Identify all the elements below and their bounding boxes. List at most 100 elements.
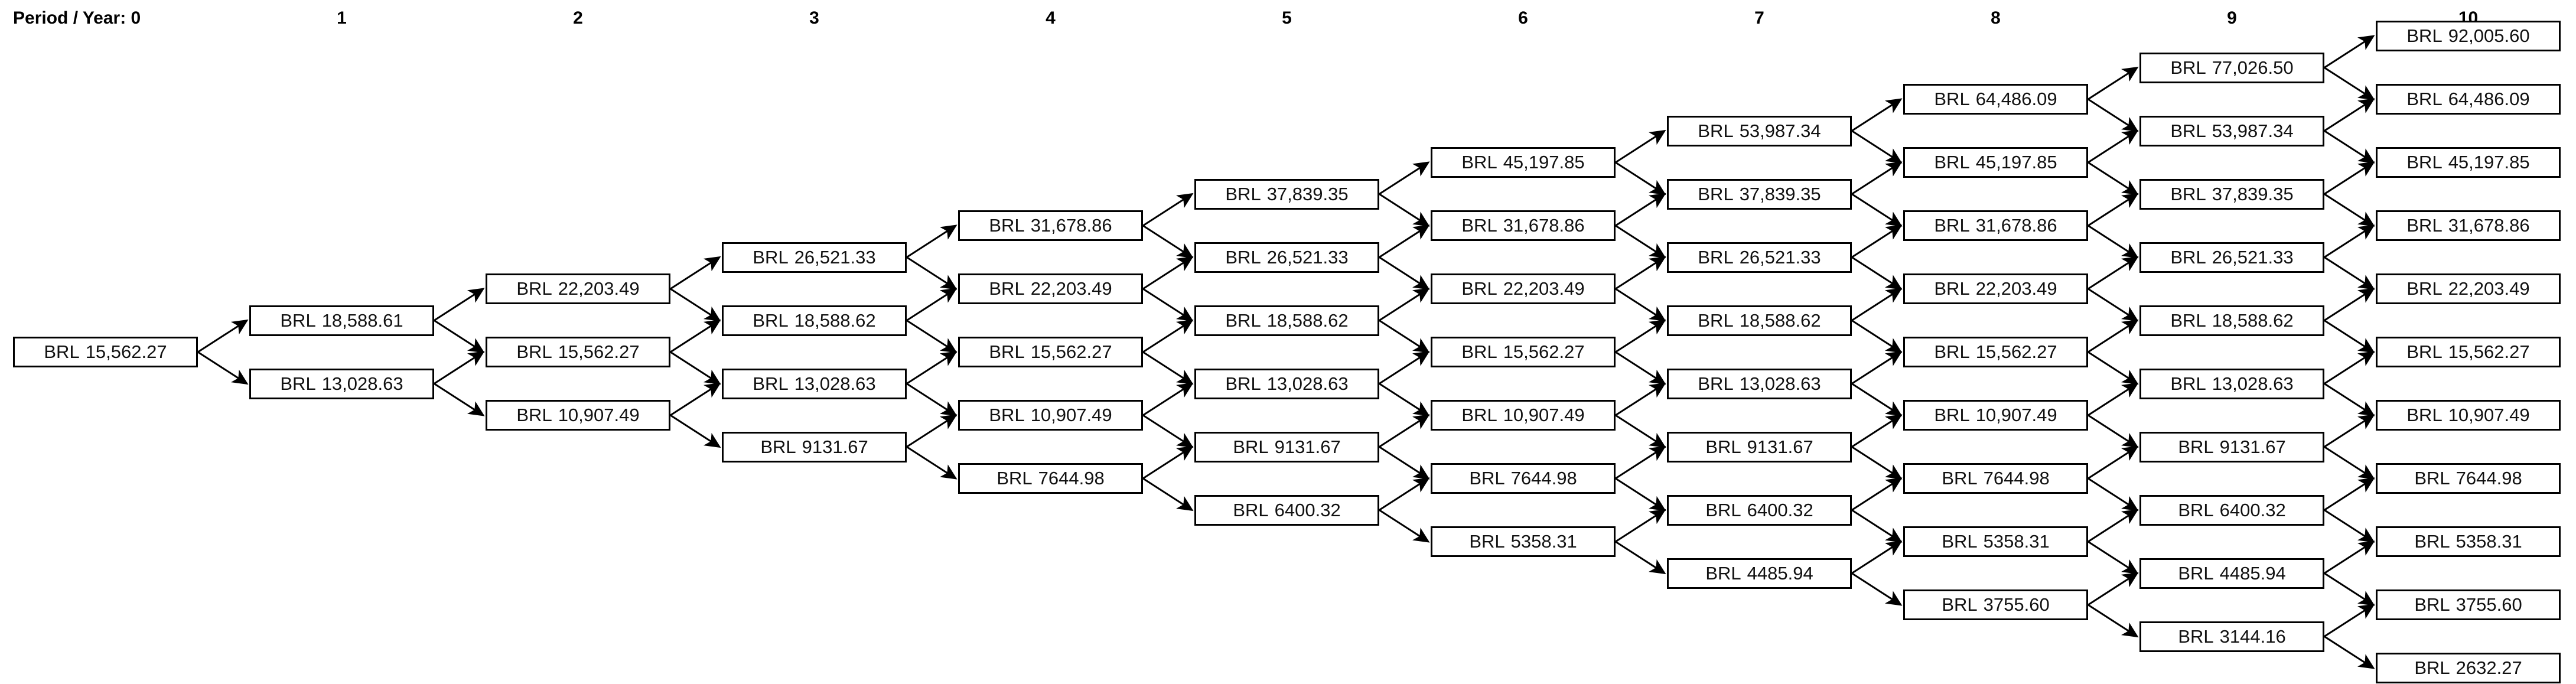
tree-edge [2087,98,2139,132]
currency-code: BRL [280,310,316,331]
tree-edge [1851,351,1903,385]
tree-edge [2087,129,2139,164]
currency-code: BRL [1461,278,1497,299]
node-amount: 3755.60 [1983,594,2050,615]
currency-code: BRL [1934,89,1970,109]
tree-edge [1615,319,1666,353]
currency-code: BRL [44,341,80,362]
node-amount: 13,028.63 [1739,373,1821,394]
tree-edge [2087,319,2139,353]
currency-code: BRL [2170,373,2206,394]
tree-edge [1615,256,1666,290]
tree-edge [1615,477,1666,512]
period-header-9: 9 [2227,8,2237,28]
node-amount: 7644.98 [1510,468,1577,488]
tree-edge [1379,288,1430,321]
tree-edge [670,351,721,385]
currency-code: BRL [2406,215,2443,236]
currency-code: BRL [2170,246,2206,268]
tree-edge [2087,509,2139,543]
tree-edge [1142,351,1194,385]
node-amount: 6400.32 [1274,499,1341,520]
node-amount: 53,987.34 [1739,120,1821,141]
node-amount: 31,678.86 [1975,215,2057,236]
node-amount: 45,197.85 [1975,152,2057,172]
tree-edge [1851,98,1903,132]
node-amount: 26,521.33 [1266,246,1349,268]
node-amount: 45,197.85 [1503,152,1585,172]
tree-edge [906,320,958,353]
currency-code: BRL [753,373,789,394]
tree-edge [2324,540,2375,574]
currency-code: BRL [1469,531,1505,552]
currency-code: BRL [1233,499,1269,520]
